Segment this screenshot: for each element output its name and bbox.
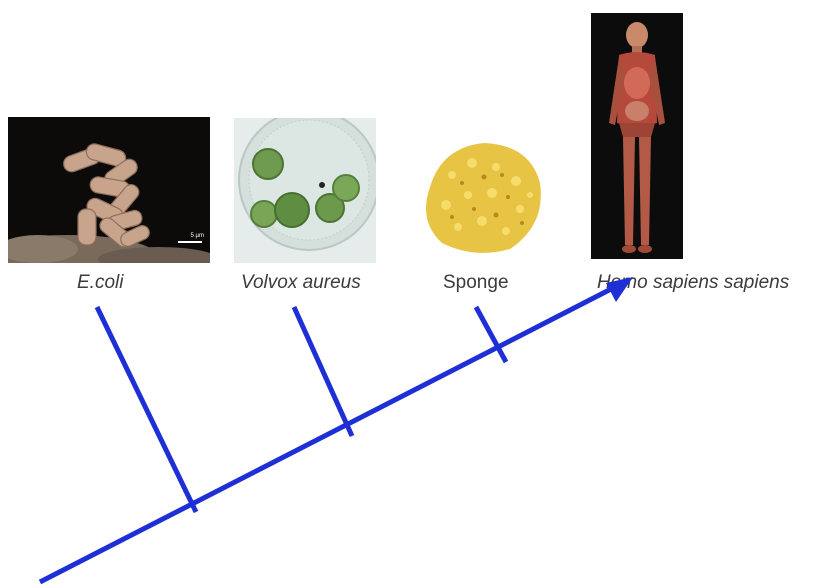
branch-volvox bbox=[294, 307, 352, 436]
trunk-line bbox=[40, 287, 615, 582]
branch-ecoli bbox=[97, 307, 196, 512]
trunk-arrowhead bbox=[606, 277, 633, 302]
